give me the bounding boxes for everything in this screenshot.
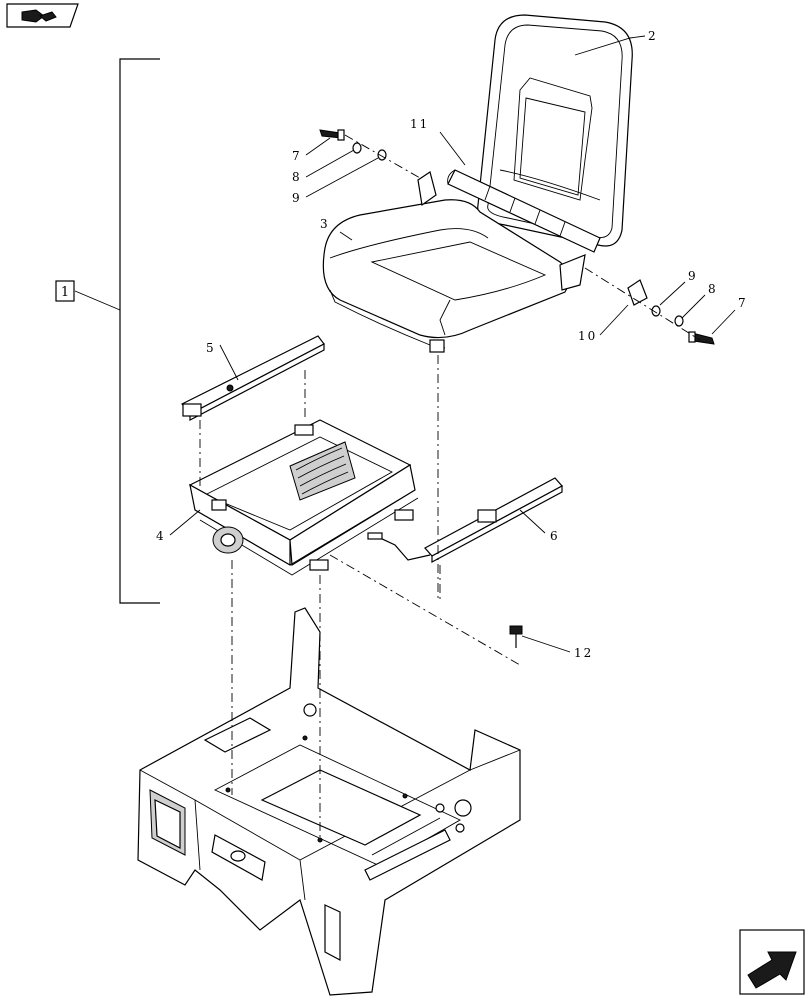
callout-1-label: 1 [61, 285, 69, 300]
bracket-right [627, 279, 648, 306]
callout-7-left-label: 7 [292, 149, 300, 163]
callout-6-label: 6 [550, 529, 558, 543]
alignment-lines [199, 355, 521, 840]
leader-lines [169, 35, 736, 653]
assembly-bracket [74, 58, 160, 604]
callout-5-label: 5 [206, 341, 214, 355]
callout-4-label: 4 [156, 529, 164, 543]
seat-suspension [188, 419, 419, 576]
next-page-arrow-icon[interactable] [739, 929, 805, 995]
callout-9-right-label: 9 [688, 269, 696, 283]
bolt-12 [509, 625, 523, 648]
slide-rail-left [181, 335, 325, 421]
callout-10-label: 10 [578, 329, 597, 343]
seat-hinge-tube [417, 169, 601, 291]
callout-1-box: 1 [55, 280, 75, 302]
book-page-icon[interactable] [6, 3, 79, 28]
callout-8-left-label: 8 [292, 170, 300, 184]
washer-left-8 [352, 142, 362, 154]
callout-2-label: 2 [648, 29, 656, 43]
slide-rail-right [367, 477, 563, 564]
washer-right-8 [674, 315, 684, 327]
callout-3-label: 3 [320, 217, 328, 231]
callout-12-label: 12 [574, 646, 593, 660]
callout-7-right-label: 7 [738, 296, 746, 310]
bolt-left [319, 129, 345, 141]
seat-backrest [477, 14, 633, 247]
callout-9-left-label: 9 [292, 191, 300, 205]
washer-right-9 [651, 305, 661, 317]
bolt-right [688, 331, 715, 345]
callout-8-right-label: 8 [708, 282, 716, 296]
seat-base-frame [137, 607, 521, 996]
callout-11-label: 11 [410, 117, 429, 131]
